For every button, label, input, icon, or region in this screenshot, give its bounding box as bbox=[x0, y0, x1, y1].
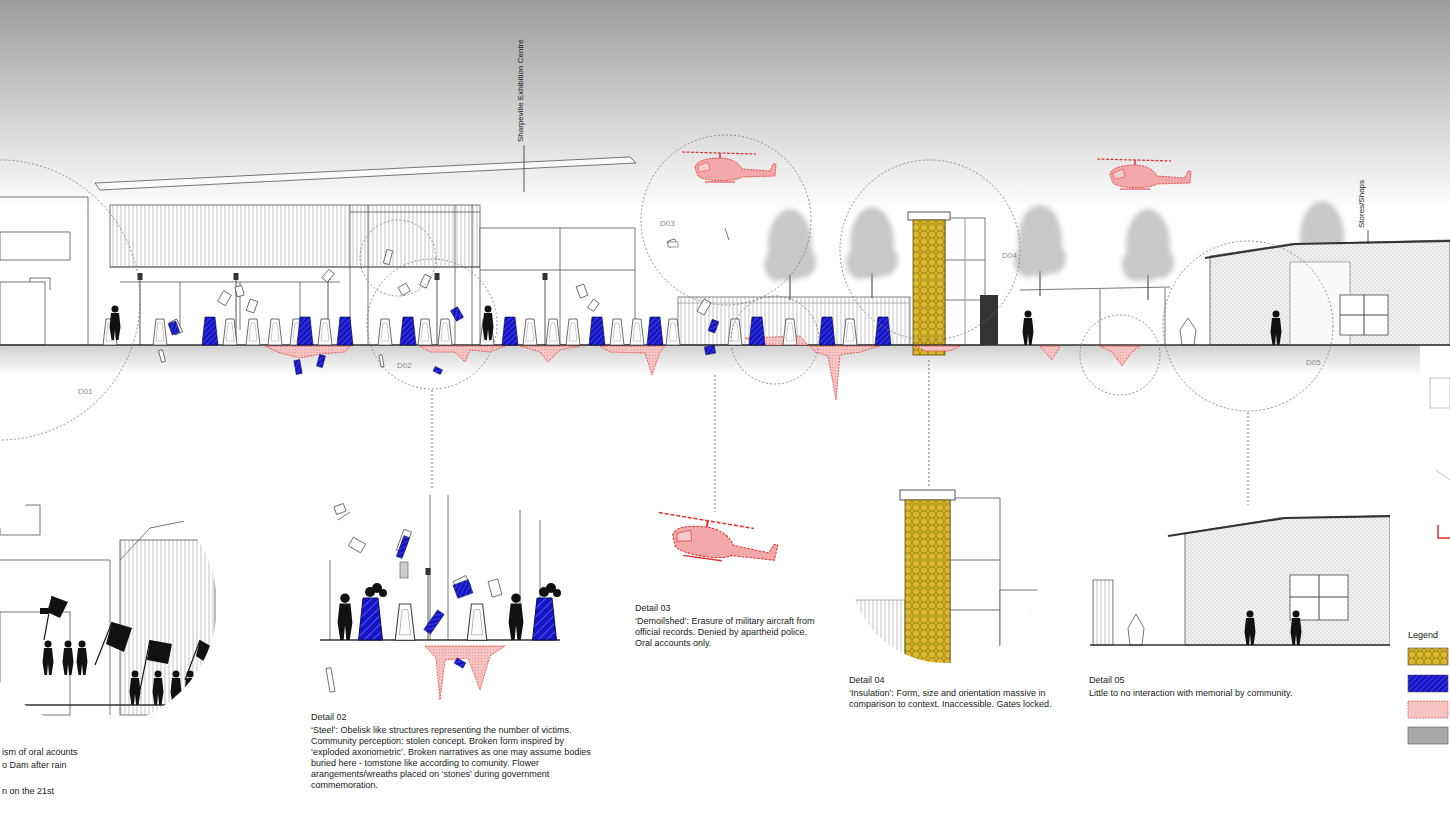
exhibition-building bbox=[0, 157, 636, 345]
building-label: Sharpeville Exhibition Centre bbox=[515, 39, 526, 142]
building-label: Stores/Shops bbox=[1356, 180, 1367, 228]
callout-number: D04 bbox=[1002, 250, 1017, 261]
legend-title: Legend bbox=[1408, 630, 1438, 641]
detail-note: Little to no interaction with memorial b… bbox=[1089, 688, 1329, 699]
ground-band bbox=[0, 345, 1420, 375]
detail-note: ‘Steel’: Obelisk like structures represe… bbox=[311, 725, 593, 791]
detail-heading: Detail 04 bbox=[849, 675, 885, 686]
detail-heading: Detail 02 bbox=[311, 712, 347, 723]
shops-building bbox=[1205, 230, 1450, 345]
callout-number: D03 bbox=[660, 218, 675, 229]
detail-circle bbox=[0, 135, 1333, 440]
callout-number: D01 bbox=[78, 386, 93, 397]
callout-number: D02 bbox=[397, 360, 412, 371]
detail-note: n on the 21st bbox=[2, 786, 54, 797]
detail-02-vignette bbox=[320, 495, 561, 700]
detail-note: o Dam after rain bbox=[2, 760, 67, 771]
legend-swatch bbox=[1408, 648, 1448, 744]
callout-number: D05 bbox=[1306, 357, 1321, 368]
detail-heading: Detail 03 bbox=[635, 603, 671, 614]
detail-05-vignette bbox=[1090, 516, 1390, 645]
detail-heading: Detail 05 bbox=[1089, 675, 1125, 686]
memorial-tower bbox=[908, 212, 998, 355]
sky bbox=[0, 0, 1450, 210]
detail-note: ism of oral acounts bbox=[2, 747, 78, 758]
blood-trace bbox=[265, 336, 1140, 400]
leader-line bbox=[432, 360, 1248, 512]
detail-note: ‘Insulation’: Form, size and orientation… bbox=[849, 688, 1067, 710]
detail-note: ‘Demoilshed’: Erasure of military aircra… bbox=[635, 616, 823, 649]
detail-01-vignette bbox=[0, 505, 215, 715]
detail-04-vignette bbox=[855, 490, 1040, 670]
